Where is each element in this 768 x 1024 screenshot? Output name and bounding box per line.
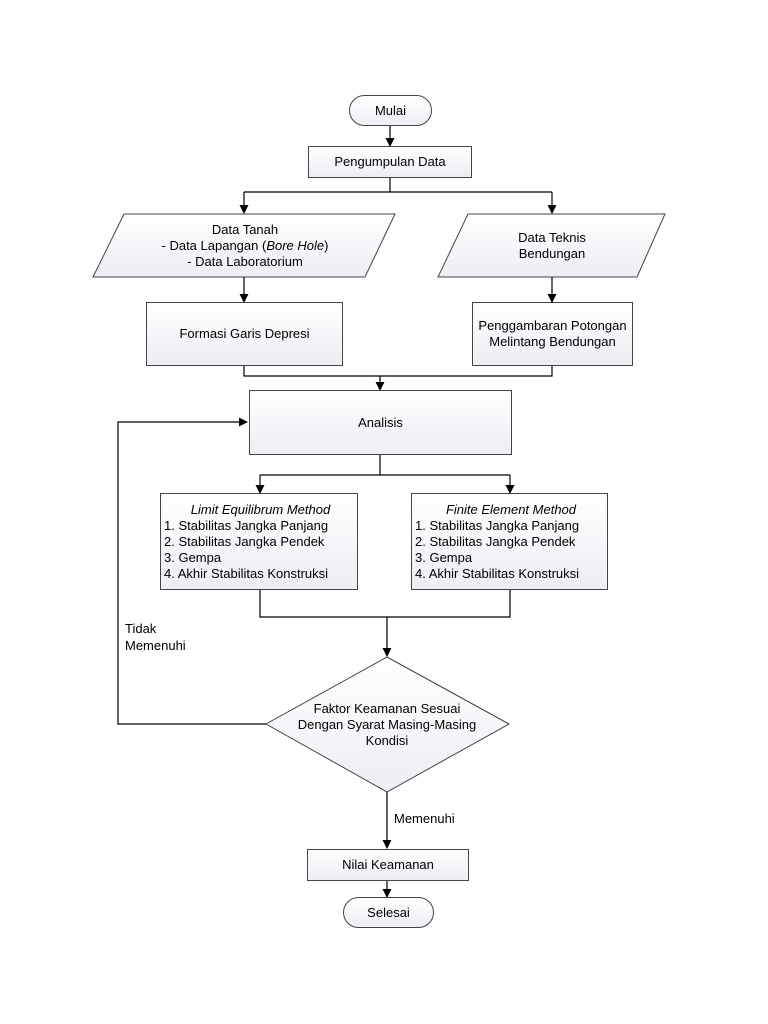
soil-data-text: Data Tanah - Data Lapangan (Bore Hole) -… (110, 214, 380, 277)
soil-data-parallelogram (92, 213, 396, 278)
cross-section-line1: Penggambaran Potongan (478, 318, 627, 333)
lem-item: 3. Gempa (164, 549, 222, 565)
tech-data-line2: Bendungan (518, 245, 586, 261)
soil-data-lab: - Data Laboratorium (187, 253, 303, 269)
tech-data-line1: Data Teknis (518, 229, 586, 245)
fem-item: 2. Stabilitas Jangka Pendek (415, 533, 576, 549)
lem-title: Limit Equilibrum Method (190, 501, 331, 517)
depression-line-process: Formasi Garis Depresi (146, 302, 343, 366)
start-label: Mulai (374, 102, 407, 118)
lem-item: 1. Stabilitas Jangka Panjang (164, 517, 329, 533)
depression-line-label: Formasi Garis Depresi (179, 326, 310, 341)
fem-title: Finite Element Method (445, 501, 577, 517)
tech-data-parallelogram (437, 213, 666, 278)
edge-loop-back (117, 417, 266, 725)
decision-line1: Faktor Keamanan Sesuai (313, 701, 461, 716)
fem-item: 4. Akhir Stabilitas Konstruksi (415, 565, 580, 581)
lem-process: Limit Equilibrum Method 1. Stabilitas Ja… (160, 493, 358, 590)
soil-data-field: - Data Lapangan (Bore Hole) (161, 237, 329, 253)
fem-item: 1. Stabilitas Jangka Panjang (415, 517, 580, 533)
collect-data-label: Pengumpulan Data (334, 154, 446, 169)
edge-methods-merge (259, 590, 511, 618)
safety-value-process: Nilai Keamanan (307, 849, 469, 881)
fem-item: 3. Gempa (415, 549, 473, 565)
decision-line2: Dengan Syarat Masing-Masing (297, 717, 477, 732)
start-terminal: Mulai (349, 95, 432, 126)
lem-item: 4. Akhir Stabilitas Konstruksi (164, 565, 329, 581)
yes-branch-label: Memenuhi (394, 811, 455, 826)
no-branch-label: Tidak Memenuhi (125, 621, 186, 653)
analysis-process: Analisis (249, 390, 512, 455)
lem-item: 2. Stabilitas Jangka Pendek (164, 533, 325, 549)
decision-line3: Kondisi (365, 733, 409, 748)
soil-data-title: Data Tanah (211, 221, 279, 237)
cross-section-line2: Melintang Bendungan (489, 334, 616, 349)
cross-section-process: Penggambaran Potongan Melintang Bendunga… (472, 302, 633, 366)
end-label: Selesai (367, 904, 410, 920)
analysis-label: Analisis (358, 414, 403, 430)
fem-process: Finite Element Method 1. Stabilitas Jang… (411, 493, 608, 590)
end-terminal: Selesai (343, 897, 434, 928)
safety-value-label: Nilai Keamanan (342, 857, 434, 872)
decision-text: Faktor Keamanan Sesuai Dengan Syarat Mas… (286, 697, 488, 753)
collect-data-process: Pengumpulan Data (308, 146, 472, 178)
edge-depression-merge (243, 366, 553, 377)
tech-data-text: Data Teknis Bendungan (452, 214, 652, 277)
